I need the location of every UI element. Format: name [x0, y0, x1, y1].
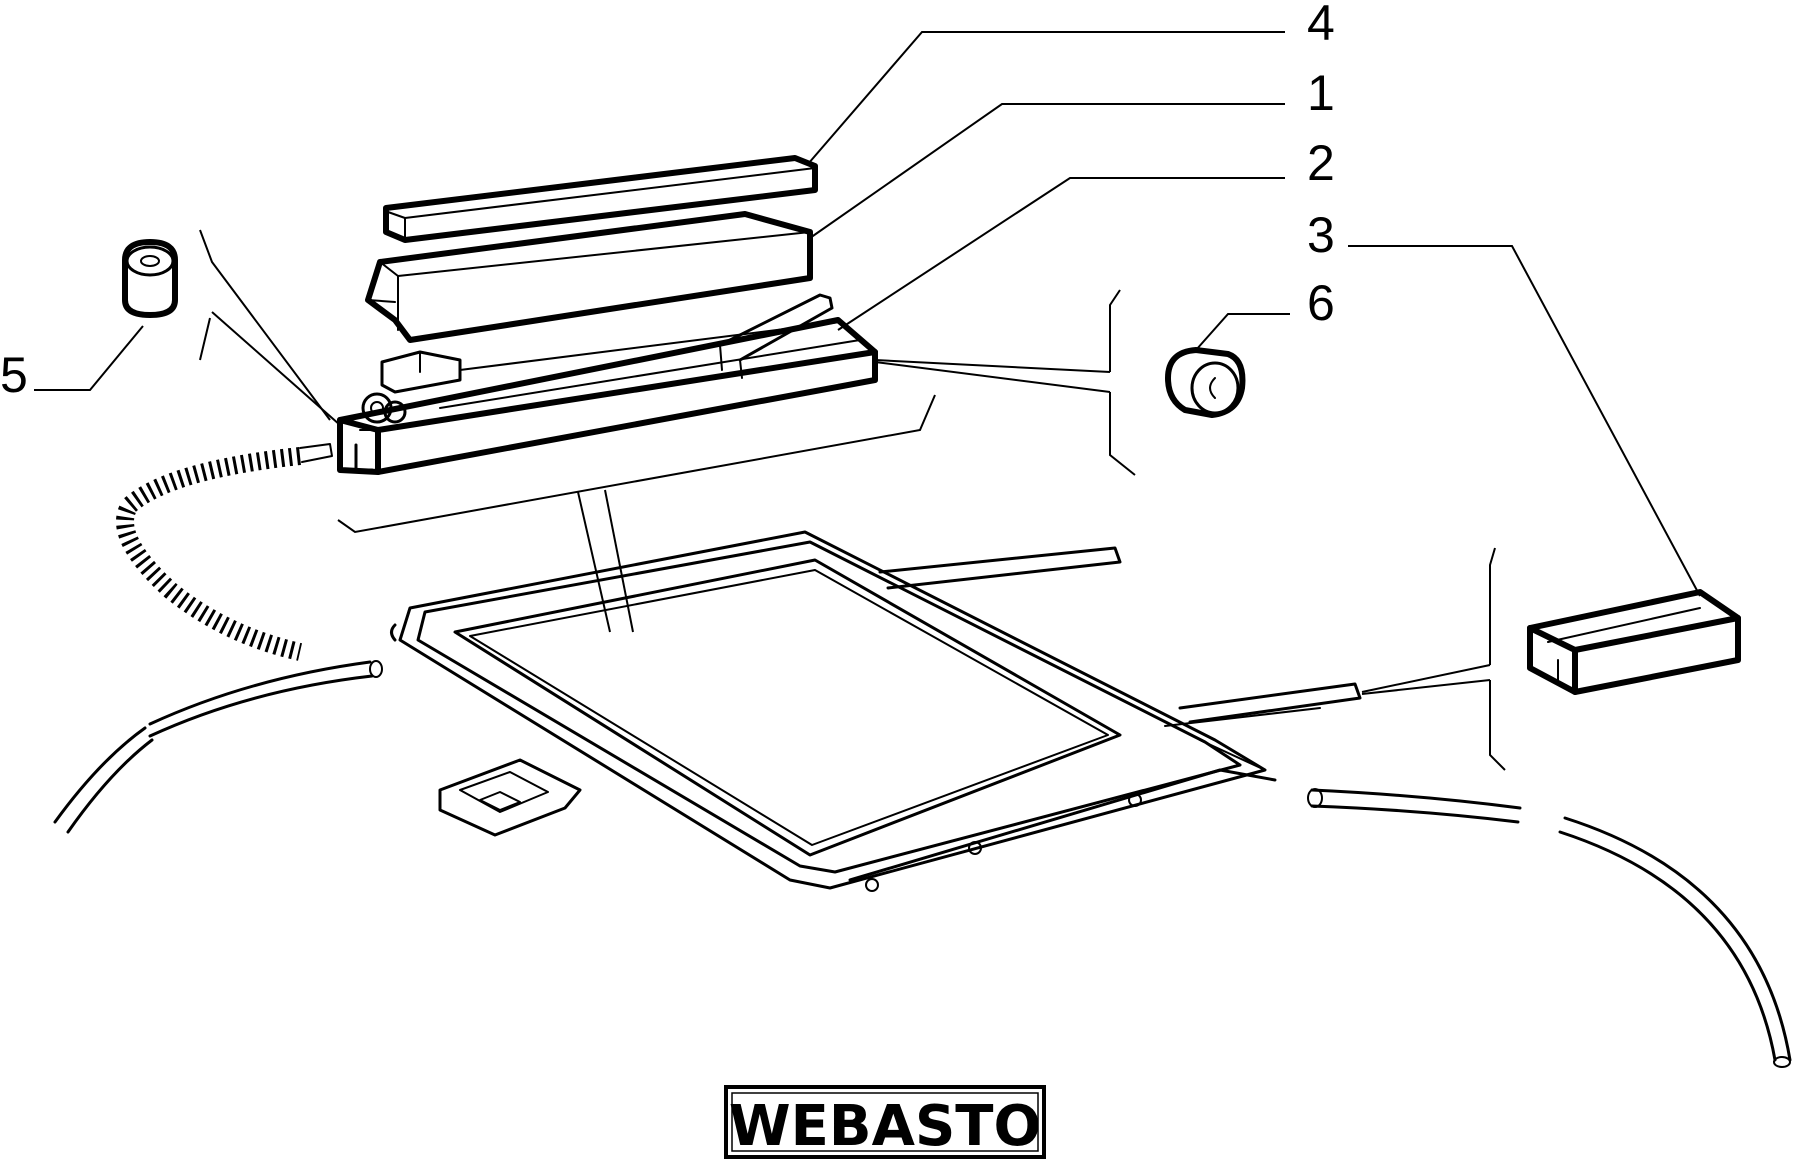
callout-label-6: 6 [1307, 275, 1335, 331]
part-2-mechanism-housing [337, 293, 878, 475]
callout-label-5: 5 [0, 347, 28, 403]
callout-label-1: 1 [1307, 65, 1335, 121]
part-1-glass-panel [365, 211, 813, 343]
part-6-roller [1165, 347, 1246, 418]
part-4-seal-strip [383, 155, 818, 243]
sunroof-frame [390, 530, 1362, 892]
drive-cable [116, 443, 333, 661]
callout-label-4: 4 [1307, 0, 1335, 51]
brand-label: WEBASTO [729, 1094, 1041, 1159]
assembly-brackets [199, 229, 1506, 771]
drain-tube-right [1307, 788, 1792, 1068]
callout-label-2: 2 [1307, 135, 1335, 191]
brand-label-box: WEBASTO [724, 1085, 1046, 1159]
callout-leaders [34, 31, 1701, 597]
part-3-block [1527, 589, 1741, 695]
drain-tube-left [53, 660, 383, 834]
callout-label-3: 3 [1307, 207, 1335, 263]
part-5-bushing [122, 239, 178, 318]
